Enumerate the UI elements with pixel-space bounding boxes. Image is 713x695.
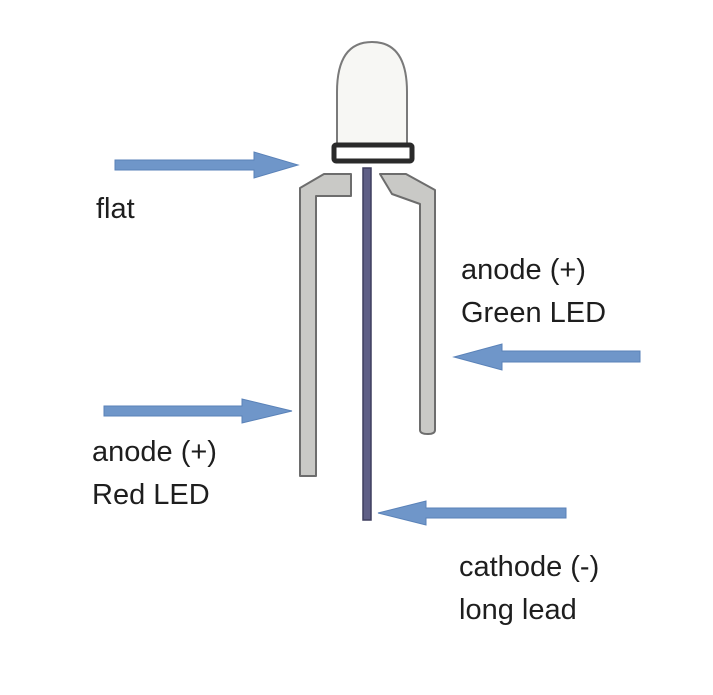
cathode-label: cathode (-) long lead bbox=[459, 546, 599, 632]
cathode-lead bbox=[362, 167, 372, 521]
green-anode-lead bbox=[379, 173, 436, 435]
cathode-arrow bbox=[377, 500, 567, 526]
red-anode-label: anode (+) Red LED bbox=[92, 431, 217, 517]
green-anode-label-line1: anode (+) bbox=[461, 254, 586, 286]
green-anode-label-line2: Green LED bbox=[461, 297, 607, 329]
flat-label-text: flat bbox=[96, 193, 135, 225]
flat-label: flat bbox=[96, 188, 135, 231]
red-anode-lead bbox=[299, 173, 352, 477]
green-anode-arrow bbox=[452, 343, 641, 371]
flat-arrow bbox=[114, 151, 300, 179]
red-anode-label-line2: Red LED bbox=[92, 479, 210, 511]
green-anode-label: anode (+) Green LED bbox=[461, 249, 606, 335]
cathode-label-line1: cathode (-) bbox=[459, 551, 600, 583]
red-anode-label-line1: anode (+) bbox=[92, 436, 217, 468]
red-anode-arrow bbox=[103, 398, 293, 424]
led-body bbox=[331, 40, 415, 164]
cathode-label-line2: long lead bbox=[459, 594, 577, 626]
led-dome bbox=[336, 40, 408, 147]
led-flange bbox=[331, 142, 415, 164]
